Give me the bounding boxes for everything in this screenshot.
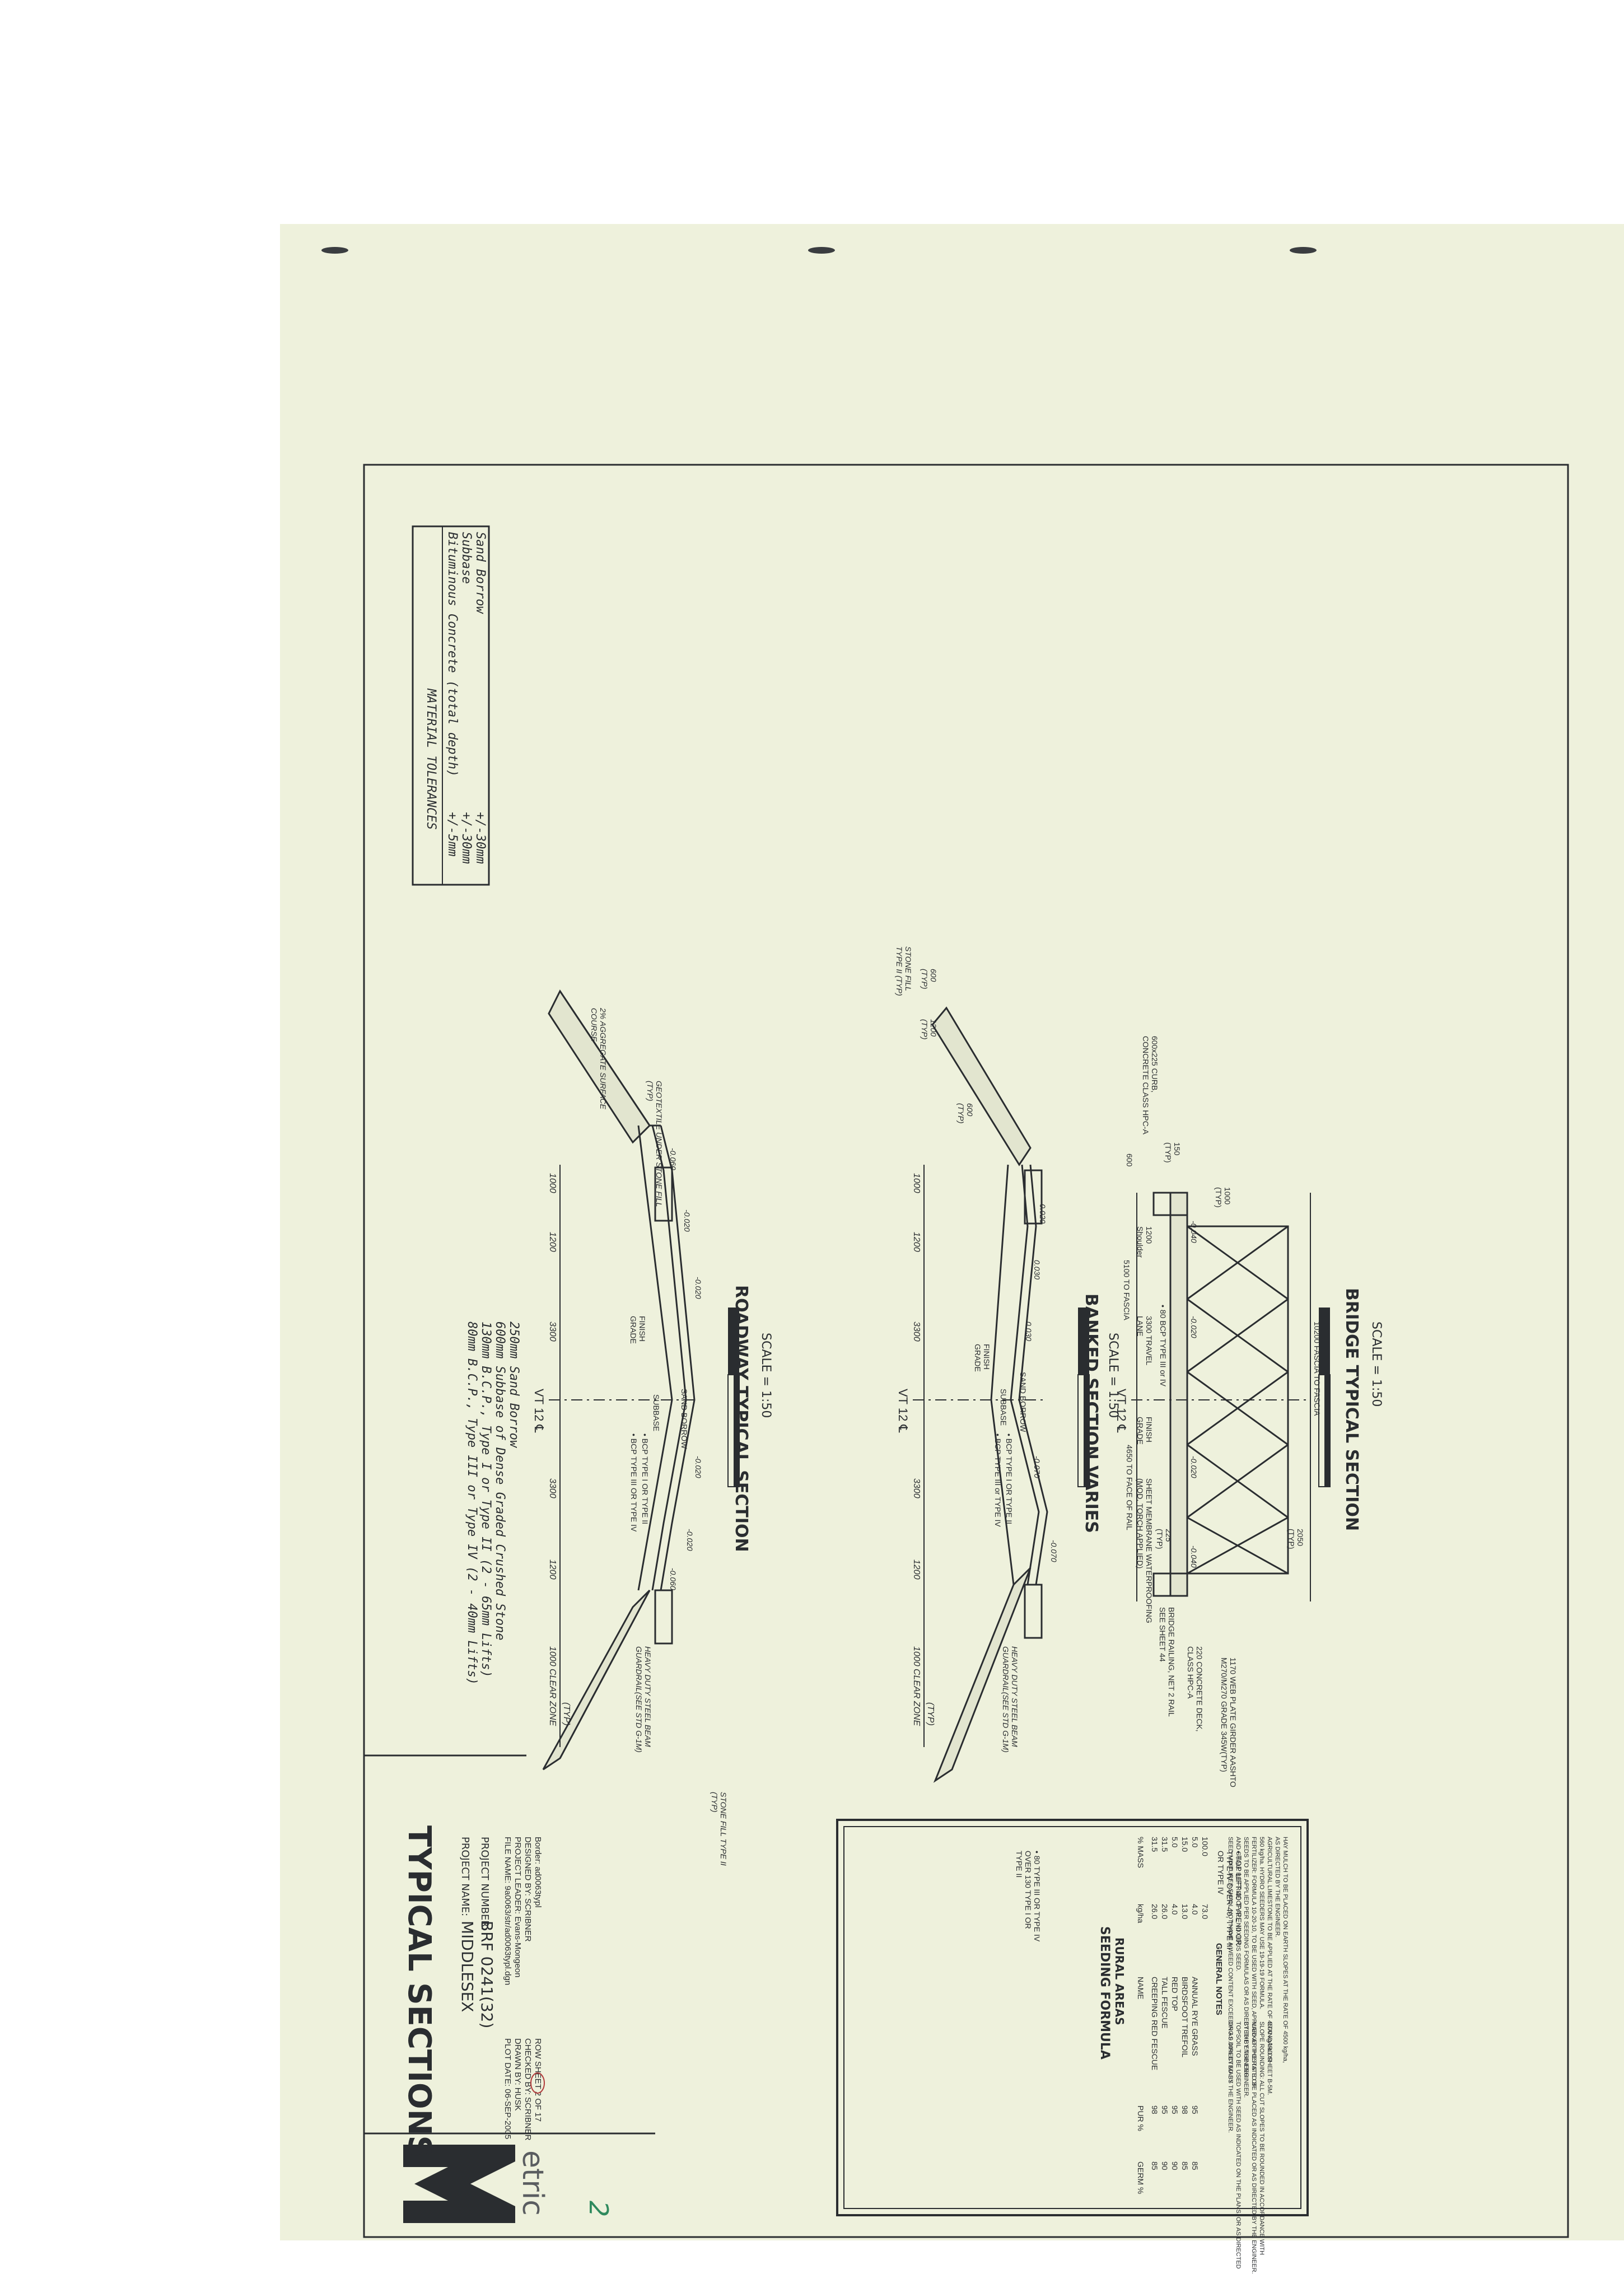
rotated-drawing: 1000 1200 3300 3300 1200 1000 CLEAR ZONE… (280, 224, 1624, 2274)
banked-left-stone-fill (931, 1006, 1032, 1166)
sheet-number-circle (530, 2072, 545, 2094)
banked-guardrail-left (1024, 1169, 1043, 1225)
banked-scale-bar (1077, 1308, 1090, 1487)
roadway-right-stone-fill (542, 1589, 651, 1771)
bridge-cross-frames (1187, 1225, 1289, 1575)
roadway-section-drawing (542, 989, 696, 1771)
roadway-guardrail-left (654, 1166, 673, 1222)
bridge-curb-right (1152, 1572, 1188, 1597)
banked-guardrail-right (1024, 1584, 1043, 1639)
logo-mark (403, 2145, 515, 2223)
punch-hole (321, 247, 348, 254)
seeding-box (836, 1819, 1309, 2216)
banked-scale-solid (1078, 1308, 1089, 1375)
vaot-m-icon (403, 2145, 515, 2223)
roadway-guardrail-right (654, 1589, 673, 1645)
sheet-mark (530, 2072, 545, 2094)
roadway-left-stone-fill (548, 989, 651, 1144)
handwritten-number: 2 (584, 2201, 614, 2217)
banked-section-drawing (913, 1006, 1048, 1783)
banked-scale-half (1084, 1375, 1089, 1487)
bridge-section-drawing (1131, 1192, 1311, 1601)
bridge-scale-solid (1319, 1308, 1330, 1375)
bridge-scale-half (1324, 1375, 1330, 1487)
punch-hole (1290, 247, 1317, 254)
banked-right-stone-fill (933, 1567, 1032, 1783)
roadway-scale-checks (727, 1308, 740, 1487)
drawing-sheet: 1000 1200 3300 3300 1200 1000 CLEAR ZONE… (280, 224, 1624, 2274)
bridge-scale-bar (1318, 1308, 1331, 1487)
sheet-border (363, 464, 1569, 2238)
seeding-box-inner (843, 1826, 1301, 2209)
material-tolerances-box (412, 525, 490, 886)
bridge-curb-left (1152, 1192, 1188, 1216)
roadway-scale-bar (727, 1308, 740, 1487)
sheet-linework (321, 247, 1569, 2238)
punch-hole (808, 247, 835, 254)
